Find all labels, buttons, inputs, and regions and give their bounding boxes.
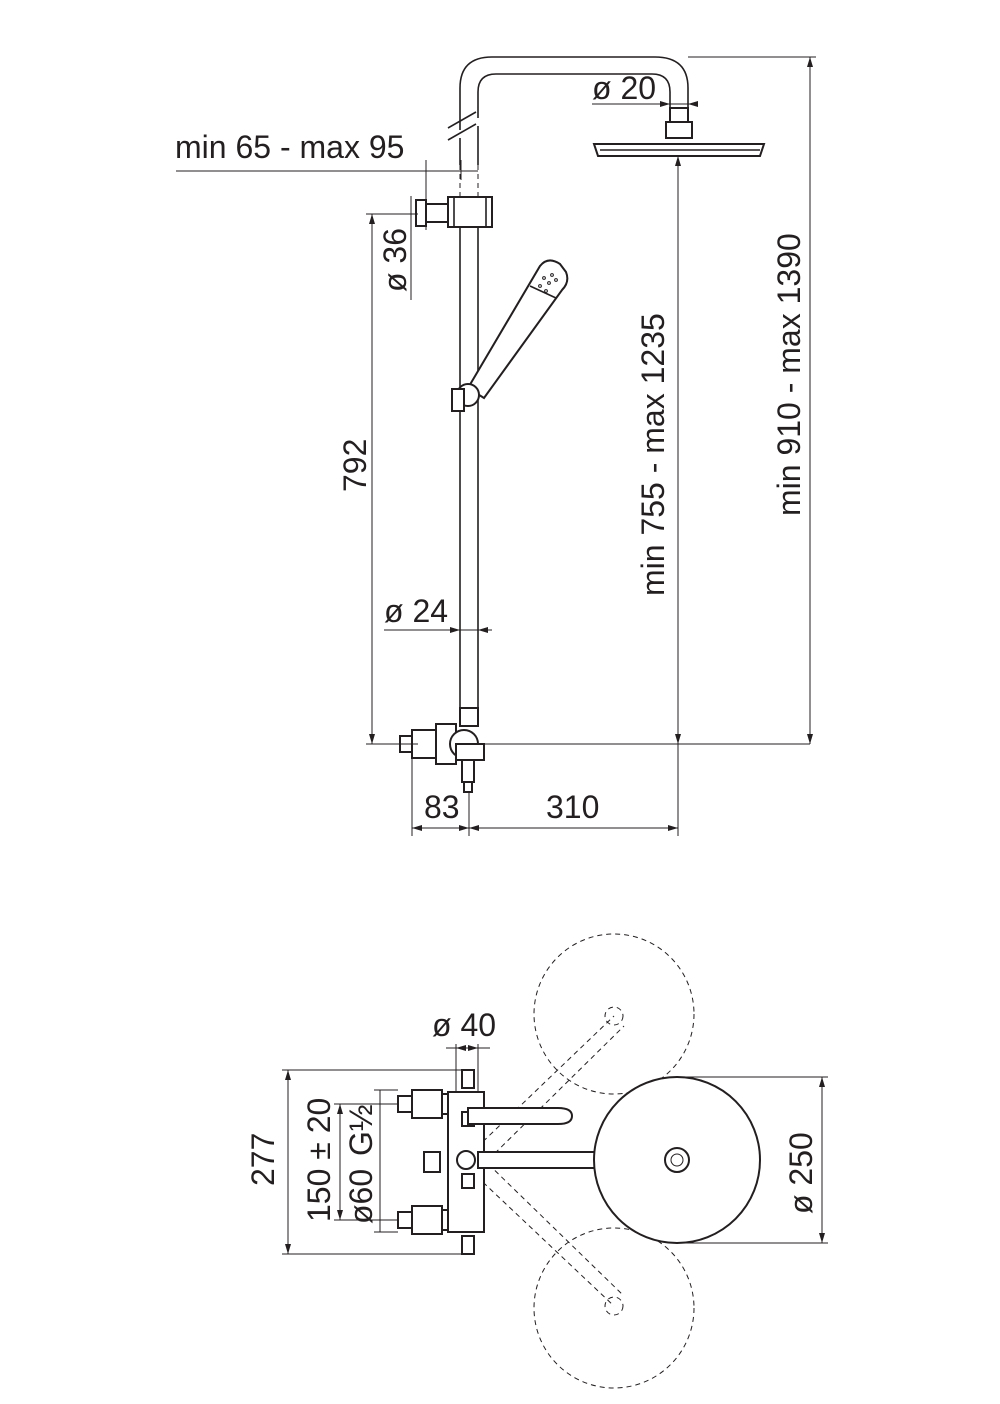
dim-wall-distance: min 65 - max 95 bbox=[175, 129, 478, 230]
thermostatic-mixer-side bbox=[399, 707, 485, 793]
dim-head-height: min 755 - max 1235 bbox=[478, 156, 810, 836]
shower-head-side bbox=[592, 107, 766, 157]
hand-shower-plan bbox=[467, 1107, 574, 1125]
hand-shower-nozzles bbox=[538, 273, 558, 293]
shower-head-plan bbox=[593, 1076, 761, 1244]
dim-total-height: min 910 - max 1390 bbox=[688, 56, 816, 744]
dim-arm-reach-label: 310 bbox=[546, 789, 599, 825]
plan-view: ø 40 277 150 ± 20 ø60 G½ bbox=[245, 933, 828, 1389]
dim-mixer-depth-label: 83 bbox=[424, 789, 460, 825]
dim-bar-length-label: 792 bbox=[337, 439, 373, 492]
elevation-view: min 65 - max 95 ø 20 ø 36 792 bbox=[175, 56, 816, 836]
dim-head-height-label: min 755 - max 1235 bbox=[635, 313, 671, 596]
dim-head-diameter-label: ø 250 bbox=[783, 1132, 819, 1214]
riser-bar bbox=[459, 200, 479, 715]
dim-inlet-thread-label: G½ bbox=[343, 1104, 379, 1156]
inlet-fittings bbox=[397, 1089, 449, 1235]
dim-escutcheon-label: ø60 bbox=[343, 1169, 379, 1224]
dim-wall-bracket: ø 36 bbox=[377, 196, 413, 300]
dim-plan-width: 277 bbox=[245, 1069, 468, 1255]
dim-head-connector: ø 20 bbox=[592, 70, 698, 107]
dim-inlet-spacing-label: 150 ± 20 bbox=[301, 1098, 337, 1222]
upper-wall-bracket bbox=[415, 196, 493, 228]
dim-inlet-spacing: 150 ± 20 ø60 G½ bbox=[301, 1089, 398, 1233]
dim-plan-bar-diameter: ø 40 bbox=[432, 1007, 496, 1092]
dim-head-diameter: ø 250 bbox=[677, 1076, 828, 1244]
dim-bottom-offsets: 83 310 bbox=[411, 752, 678, 836]
dim-bar-length: 792 bbox=[337, 213, 418, 745]
dim-bar-diameter: ø 24 bbox=[384, 593, 492, 633]
rotation-circles bbox=[469, 933, 695, 1389]
dim-plan-bar-diameter-label: ø 40 bbox=[432, 1007, 496, 1043]
dim-bar-diameter-label: ø 24 bbox=[384, 593, 448, 629]
hand-shower-side bbox=[451, 259, 569, 412]
dim-plan-width-label: 277 bbox=[245, 1133, 281, 1186]
dim-wall-distance-label: min 65 - max 95 bbox=[175, 129, 404, 165]
dim-wall-bracket-label: ø 36 bbox=[377, 228, 413, 292]
upper-arm-pipe bbox=[447, 56, 689, 200]
dim-head-connector-label: ø 20 bbox=[592, 70, 656, 106]
dim-total-height-label: min 910 - max 1390 bbox=[771, 233, 807, 516]
